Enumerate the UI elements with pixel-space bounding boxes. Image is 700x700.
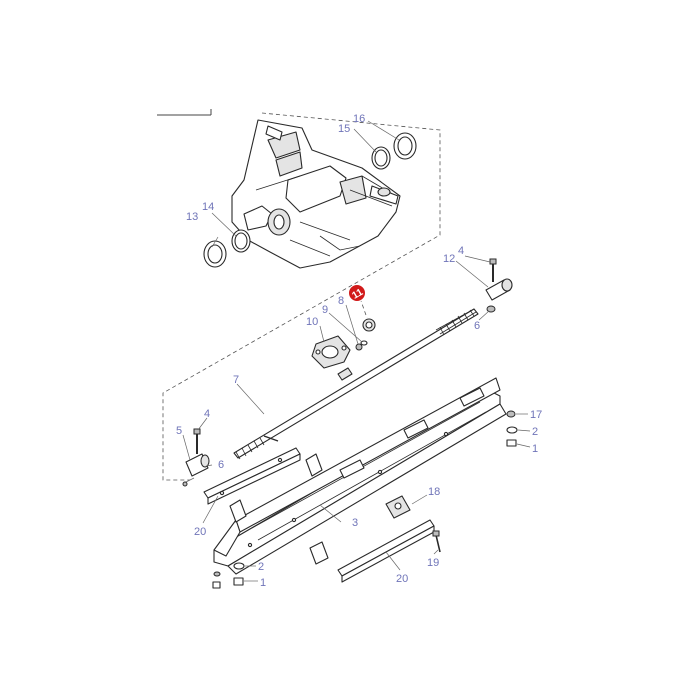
bearing-housing-10 <box>311 335 351 369</box>
callout-8: 8 <box>338 295 344 307</box>
highlight-badge-circle <box>348 284 366 302</box>
o-ring-15 <box>371 146 391 170</box>
callout-3: 3 <box>352 517 358 529</box>
callout-6-right: 6 <box>474 320 480 332</box>
washer-9 <box>328 312 368 346</box>
callout-1-right: 1 <box>532 443 538 455</box>
bracket-20-left <box>203 447 301 505</box>
seal-ring-13 <box>203 240 227 268</box>
clamp-18 <box>385 494 428 519</box>
bracket-20-right <box>337 519 435 583</box>
callout-18: 18 <box>428 486 440 498</box>
callout-15: 15 <box>338 123 350 135</box>
small-fasteners-left <box>212 571 221 589</box>
callout-4-left: 4 <box>204 408 210 420</box>
callout-7: 7 <box>233 374 239 386</box>
washer-6-right <box>486 305 496 313</box>
washer-6-left <box>182 477 195 487</box>
callout-2-left: 2 <box>258 561 264 573</box>
callout-labels: 13 14 15 16 4 12 8 9 10 6 7 4 5 6 17 2 1… <box>176 113 542 589</box>
callout-13: 13 <box>186 211 198 223</box>
bolt-1-left <box>233 577 258 586</box>
callout-20-right: 20 <box>396 573 408 585</box>
washer-2-left <box>233 562 256 570</box>
axle-housing <box>231 119 401 269</box>
washer-17 <box>506 410 528 418</box>
bolt-4-right <box>489 258 497 282</box>
callout-17: 17 <box>530 409 542 421</box>
frame-3 <box>213 377 507 575</box>
callout-9: 9 <box>322 304 328 316</box>
pin <box>263 435 279 442</box>
bolt-19 <box>432 530 441 553</box>
shaft-7 <box>233 308 479 460</box>
bolt-1-right <box>506 439 531 448</box>
assembly-boundary <box>162 112 441 481</box>
highlight-badge-11[interactable]: 11 <box>348 284 366 302</box>
bolt-4-left <box>193 428 201 454</box>
callout-16: 16 <box>353 113 365 125</box>
callout-1-left: 1 <box>260 577 266 589</box>
seal-ring-16 <box>393 132 417 160</box>
bolt-8 <box>345 304 363 351</box>
washer-2-right <box>506 426 531 434</box>
o-ring-14 <box>231 229 251 253</box>
callout-14: 14 <box>202 201 214 213</box>
callout-12: 12 <box>443 253 455 265</box>
callout-6-left: 6 <box>218 459 224 471</box>
callout-2-right: 2 <box>532 426 538 438</box>
sleeve-5 <box>185 453 210 477</box>
callout-10: 10 <box>306 316 318 328</box>
callout-19: 19 <box>427 557 439 569</box>
callout-20-left: 20 <box>194 526 206 538</box>
sleeve-12 <box>485 278 513 301</box>
callout-5: 5 <box>176 425 182 437</box>
leader-lines <box>182 120 491 571</box>
callout-4-right: 4 <box>458 245 464 257</box>
bushing-11 <box>359 297 376 332</box>
